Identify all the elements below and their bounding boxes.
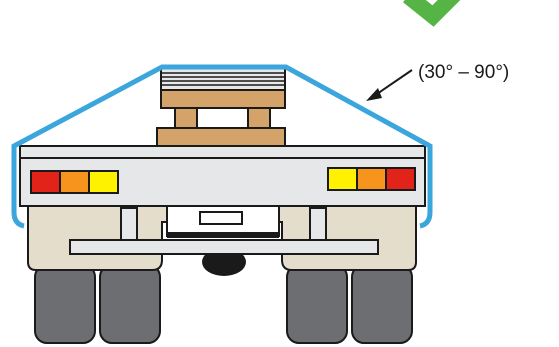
tail-light-right-yellow — [328, 168, 357, 190]
tail-light-left-orange — [60, 171, 89, 193]
pallet-load — [157, 68, 285, 146]
bumper-upright-right — [310, 208, 326, 242]
deck-top-rail — [20, 146, 425, 158]
pallet-block-left — [175, 108, 197, 128]
tire-left-inner — [100, 265, 160, 343]
tire-right-outer — [352, 265, 412, 343]
tail-lights-right — [328, 168, 415, 190]
license-plate — [200, 212, 242, 224]
tail-light-right-orange — [357, 168, 386, 190]
pallet-block-right — [248, 108, 270, 128]
tire-left-outer — [35, 265, 95, 343]
check-icon — [408, 0, 478, 16]
tail-lights-left — [31, 171, 118, 193]
tail-light-left-yellow — [89, 171, 118, 193]
annotation-arrow — [366, 70, 412, 101]
tail-light-right-red — [386, 168, 415, 190]
tire-right-inner — [287, 265, 347, 343]
angle-range-label: (30° – 90°) — [418, 62, 509, 83]
stacked-sheets — [161, 68, 285, 90]
tail-light-left-red — [31, 171, 60, 193]
rear-tires — [35, 265, 412, 343]
plate-shadow-bar — [167, 232, 279, 238]
bumper-bar — [70, 240, 378, 254]
bumper-upright-left — [121, 208, 137, 242]
pallet-top-board — [161, 90, 285, 108]
pallet-bottom-board — [157, 128, 285, 146]
